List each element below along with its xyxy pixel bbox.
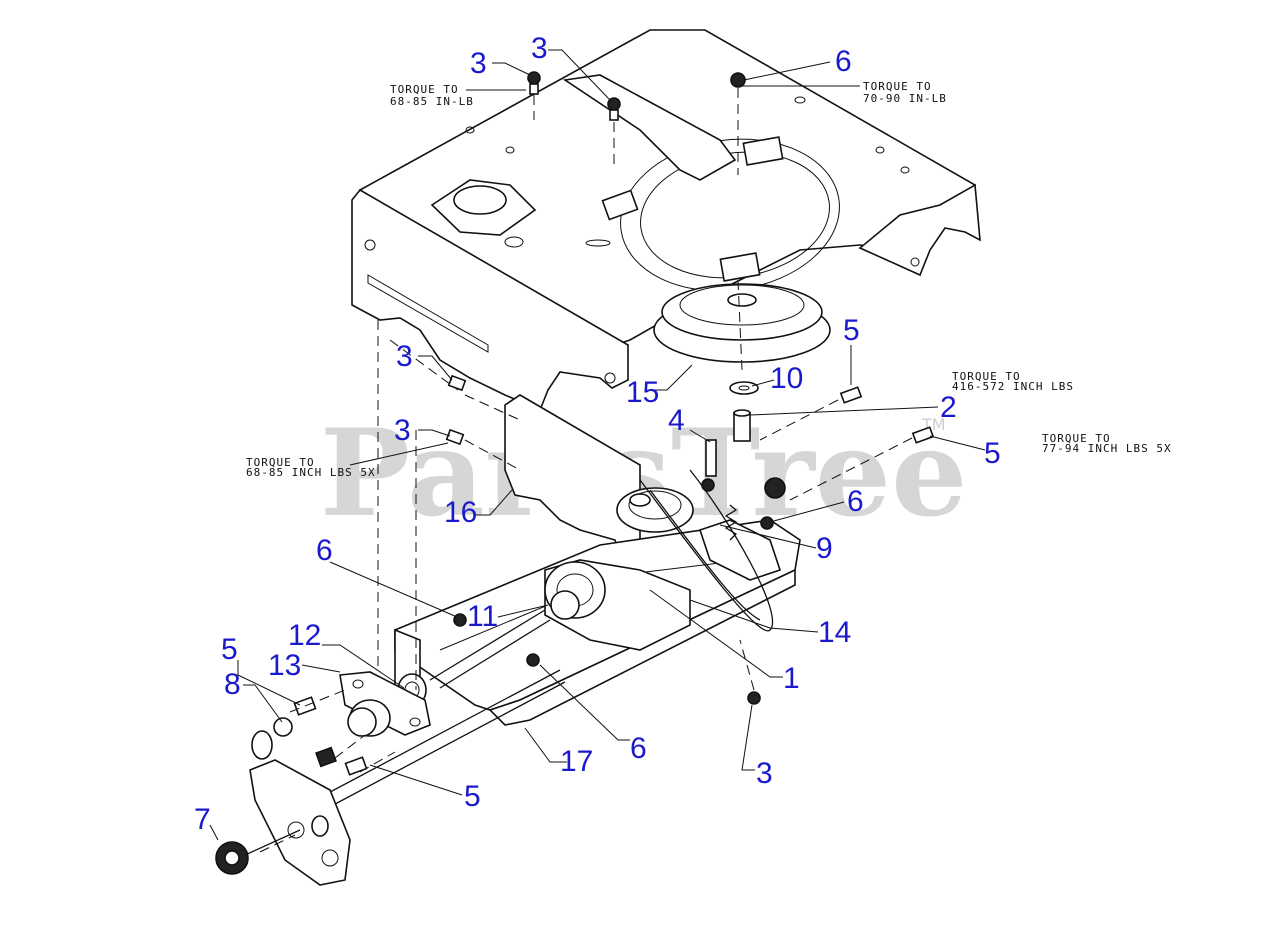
- torque-note: TORQUE TO 68-85 IN-LB: [390, 83, 474, 108]
- callout-number[interactable]: 13: [268, 649, 301, 682]
- callout-number[interactable]: 17: [560, 745, 593, 778]
- callout-number[interactable]: 11: [467, 600, 498, 633]
- callout-number[interactable]: 1: [783, 662, 800, 695]
- svg-text:68-85 IN-LB: 68-85 IN-LB: [390, 95, 474, 108]
- callouts: 3 3 6 5 10 3 15 2 4 3 5 16 6 9 6 11 14 1…: [194, 32, 1001, 836]
- svg-text:416-572 INCH LBS: 416-572 INCH LBS: [952, 380, 1074, 393]
- leader-lines: [209, 49, 986, 841]
- callout-number[interactable]: 6: [630, 732, 647, 765]
- svg-text:TORQUE TO: TORQUE TO: [246, 456, 315, 469]
- callout-number[interactable]: 6: [847, 485, 864, 518]
- callout-number[interactable]: 16: [444, 496, 477, 529]
- torque-note: TORQUE TO 68-85 INCH LBS 5X: [246, 456, 376, 479]
- svg-text:TORQUE TO: TORQUE TO: [390, 83, 459, 96]
- torque-note: TORQUE TO 77-94 INCH LBS 5X: [1042, 432, 1172, 455]
- callout-number[interactable]: 15: [626, 376, 659, 409]
- callout-number[interactable]: 5: [221, 633, 238, 666]
- callout-number[interactable]: 3: [470, 47, 487, 80]
- callout-number[interactable]: 12: [288, 619, 321, 652]
- callout-number[interactable]: 5: [464, 780, 481, 813]
- chassis-housing: [351, 29, 981, 412]
- gearbox: [544, 487, 782, 651]
- callout-number[interactable]: 7: [194, 803, 211, 836]
- callout-number[interactable]: 3: [394, 414, 411, 447]
- callout-number[interactable]: 10: [770, 362, 803, 395]
- callout-number[interactable]: 4: [668, 404, 685, 437]
- callout-number[interactable]: 8: [224, 668, 241, 701]
- assembly-lines: [259, 88, 913, 853]
- bracket-plate: [504, 394, 641, 572]
- callout-number[interactable]: 3: [756, 757, 773, 790]
- svg-text:TORQUE TO: TORQUE TO: [1042, 432, 1111, 445]
- callout-number[interactable]: 5: [843, 314, 860, 347]
- callout-number[interactable]: 2: [940, 391, 957, 424]
- svg-text:TORQUE TO: TORQUE TO: [863, 80, 932, 93]
- callout-number[interactable]: 5: [984, 437, 1001, 470]
- svg-text:77-94 INCH LBS 5X: 77-94 INCH LBS 5X: [1042, 442, 1172, 455]
- callout-number[interactable]: 6: [316, 534, 333, 567]
- torque-note: TORQUE TO 416-572 INCH LBS: [952, 370, 1074, 393]
- callout-number[interactable]: 9: [816, 532, 833, 565]
- torque-notes: TORQUE TO 68-85 IN-LB TORQUE TO 70-90 IN…: [246, 80, 1172, 479]
- svg-text:TORQUE TO: TORQUE TO: [952, 370, 1021, 383]
- svg-text:68-85 INCH LBS 5X: 68-85 INCH LBS 5X: [246, 466, 376, 479]
- callout-number[interactable]: 14: [818, 616, 851, 649]
- callout-number[interactable]: 6: [835, 45, 852, 78]
- drive-belts: [639, 469, 774, 632]
- callout-number[interactable]: 3: [531, 32, 548, 65]
- torque-note: TORQUE TO 70-90 IN-LB: [863, 80, 947, 105]
- callout-number[interactable]: 3: [396, 340, 413, 373]
- fasteners: [445, 71, 935, 705]
- svg-text:70-90 IN-LB: 70-90 IN-LB: [863, 92, 947, 105]
- drive-pulley: [653, 283, 831, 363]
